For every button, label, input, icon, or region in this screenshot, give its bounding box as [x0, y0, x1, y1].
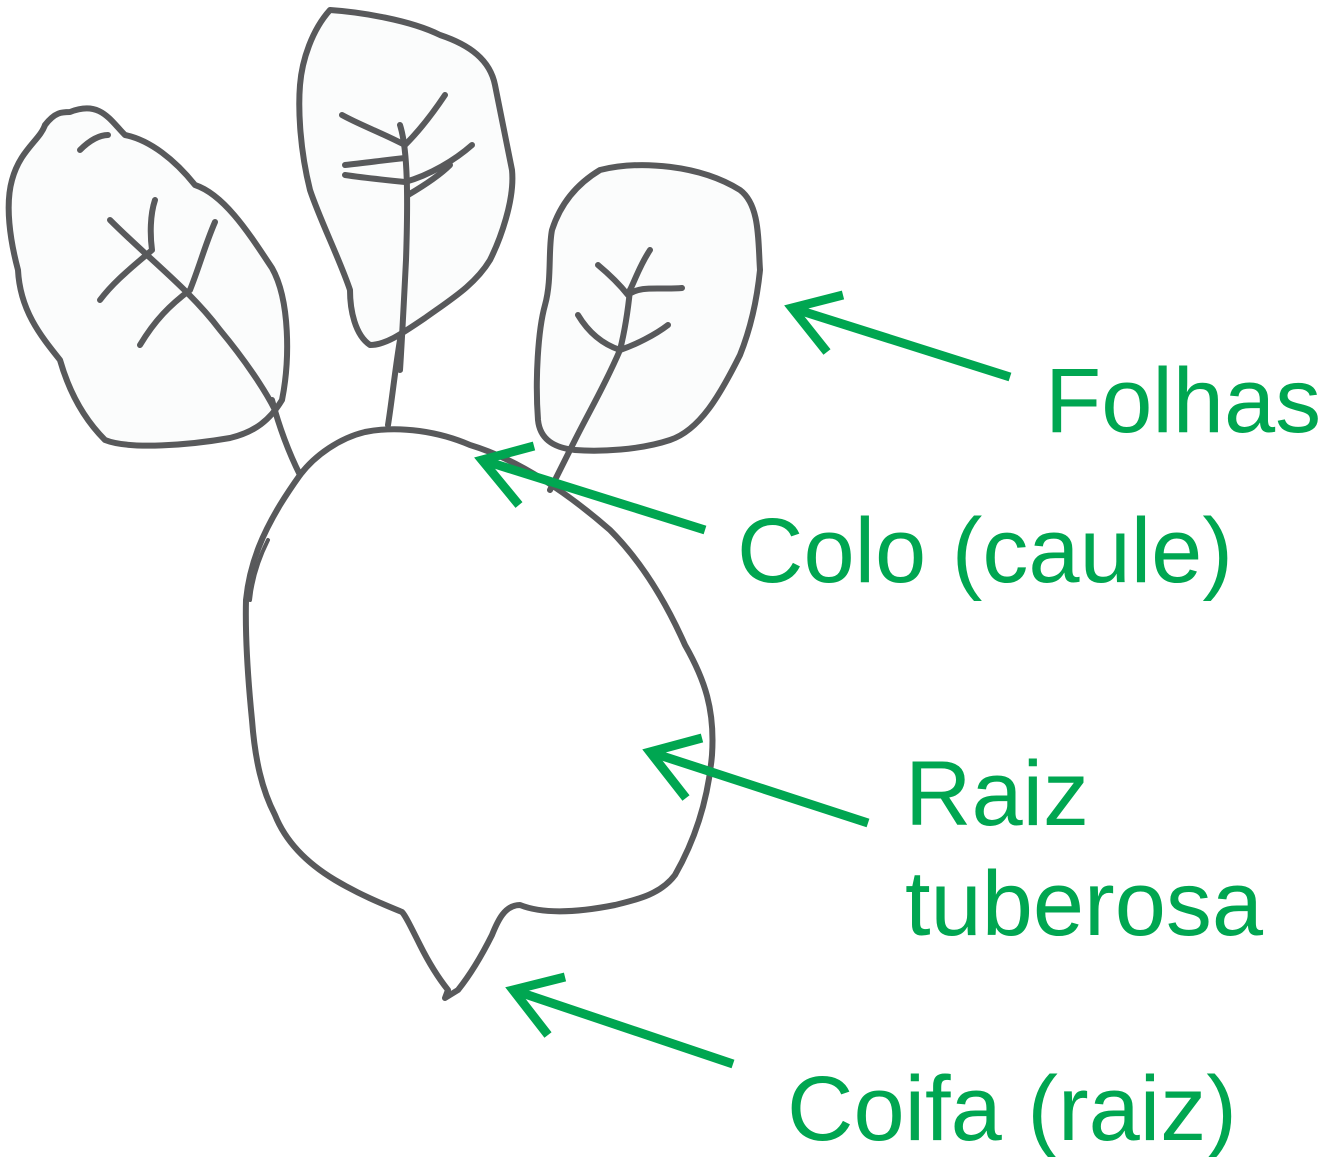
label-colo: Colo (caule)	[737, 500, 1233, 602]
tuberous-root	[242, 426, 716, 1001]
middle-leaf-vein-4	[405, 162, 453, 198]
arrow-raiz	[642, 733, 870, 828]
label-raiz-line2: tuberosa	[905, 853, 1264, 955]
left-leaf-vein-1	[97, 197, 158, 303]
root-inner-line	[248, 538, 270, 602]
right-leaf-midrib	[547, 287, 633, 493]
label-coifa: Coifa (raiz)	[787, 1058, 1237, 1157]
left-leaf-petiole	[269, 397, 303, 478]
right-leaf-vein-2	[627, 247, 653, 293]
middle-leaf-vein-3	[342, 142, 475, 185]
label-raiz-line1: Raiz	[905, 743, 1089, 845]
left-leaf-vein-3	[77, 132, 111, 153]
left-leaf-blade	[5, 105, 291, 449]
right-leaf-vein-1	[595, 262, 685, 298]
right-leaf-vein-3	[575, 312, 671, 353]
middle-leaf	[296, 7, 516, 428]
arrow-folhas	[784, 290, 1012, 382]
arrow-colo	[474, 441, 707, 535]
left-leaf-midrib	[107, 217, 278, 413]
root-outline	[242, 426, 716, 1001]
middle-leaf-vein-1	[339, 92, 448, 148]
middle-leaf-petiole	[385, 337, 403, 428]
arrow-coifa	[505, 972, 735, 1069]
left-leaf-vein-2	[137, 219, 218, 348]
right-leaf-blade	[533, 162, 763, 454]
left-leaf	[5, 105, 303, 478]
right-leaf	[533, 162, 763, 493]
label-folhas: Folhas	[1045, 350, 1321, 452]
middle-leaf-vein-2	[342, 155, 408, 168]
